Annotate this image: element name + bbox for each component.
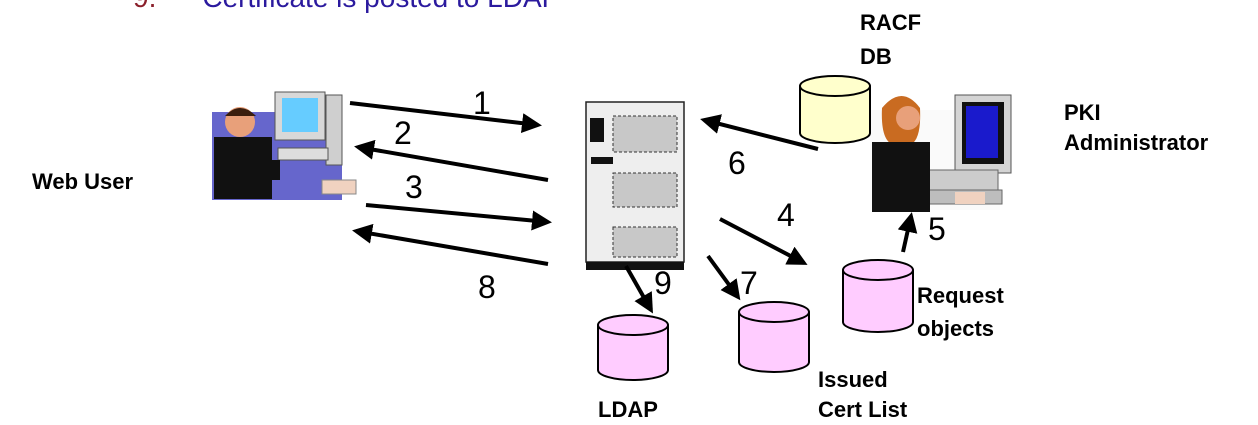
server-tower-icon	[585, 101, 685, 270]
arrow-step-6	[700, 114, 819, 151]
step-number-6: 6	[728, 145, 746, 181]
pki-admin-label-line1: PKI	[1064, 100, 1101, 125]
arrow-step-8	[352, 223, 549, 266]
flow-arrows	[349, 101, 918, 314]
database-cylinder-icon	[738, 301, 810, 373]
request-objects-label-line1: Request	[917, 283, 1004, 308]
web-user-label: Web User	[32, 169, 134, 194]
racf-db-label-line2: DB	[860, 44, 892, 69]
database-cylinder-icon	[799, 75, 871, 144]
step-number-3: 3	[405, 169, 423, 205]
step-number-7: 7	[740, 265, 758, 301]
step-number-5: 5	[928, 211, 946, 247]
request-objects-label-line2: objects	[917, 316, 995, 341]
arrow-step-1	[349, 101, 542, 134]
ldap-label: LDAP	[598, 397, 658, 422]
step-number-8: 8	[478, 269, 496, 305]
arrow-step-2	[354, 139, 549, 182]
web-user-workstation-icon	[212, 91, 357, 200]
database-cylinder-icon	[597, 314, 669, 381]
step-caption: 9. Certificate is posted to LDAP	[133, 0, 560, 14]
pki-admin-label-line2: Administrator	[1064, 130, 1209, 155]
caption-text: Certificate is posted to LDAP	[202, 0, 560, 13]
step-number-1: 1	[473, 85, 491, 121]
arrow-step-3	[365, 203, 552, 231]
arrow-step-9	[624, 265, 653, 314]
arrow-step-4	[719, 217, 808, 265]
arrow-step-7	[706, 254, 741, 301]
step-number-4: 4	[777, 197, 795, 233]
issued-cert-list-label-line2: Cert List	[818, 397, 908, 422]
arrow-step-5	[897, 212, 918, 253]
issued-cert-list-label-line1: Issued	[818, 367, 888, 392]
caption-number: 9.	[133, 0, 156, 13]
step-number-9: 9	[654, 265, 672, 301]
step-number-2: 2	[394, 115, 412, 151]
database-cylinder-icon	[842, 259, 914, 333]
racf-db-label-line1: RACF	[860, 10, 922, 35]
pki-administrator-icon	[870, 94, 1012, 212]
